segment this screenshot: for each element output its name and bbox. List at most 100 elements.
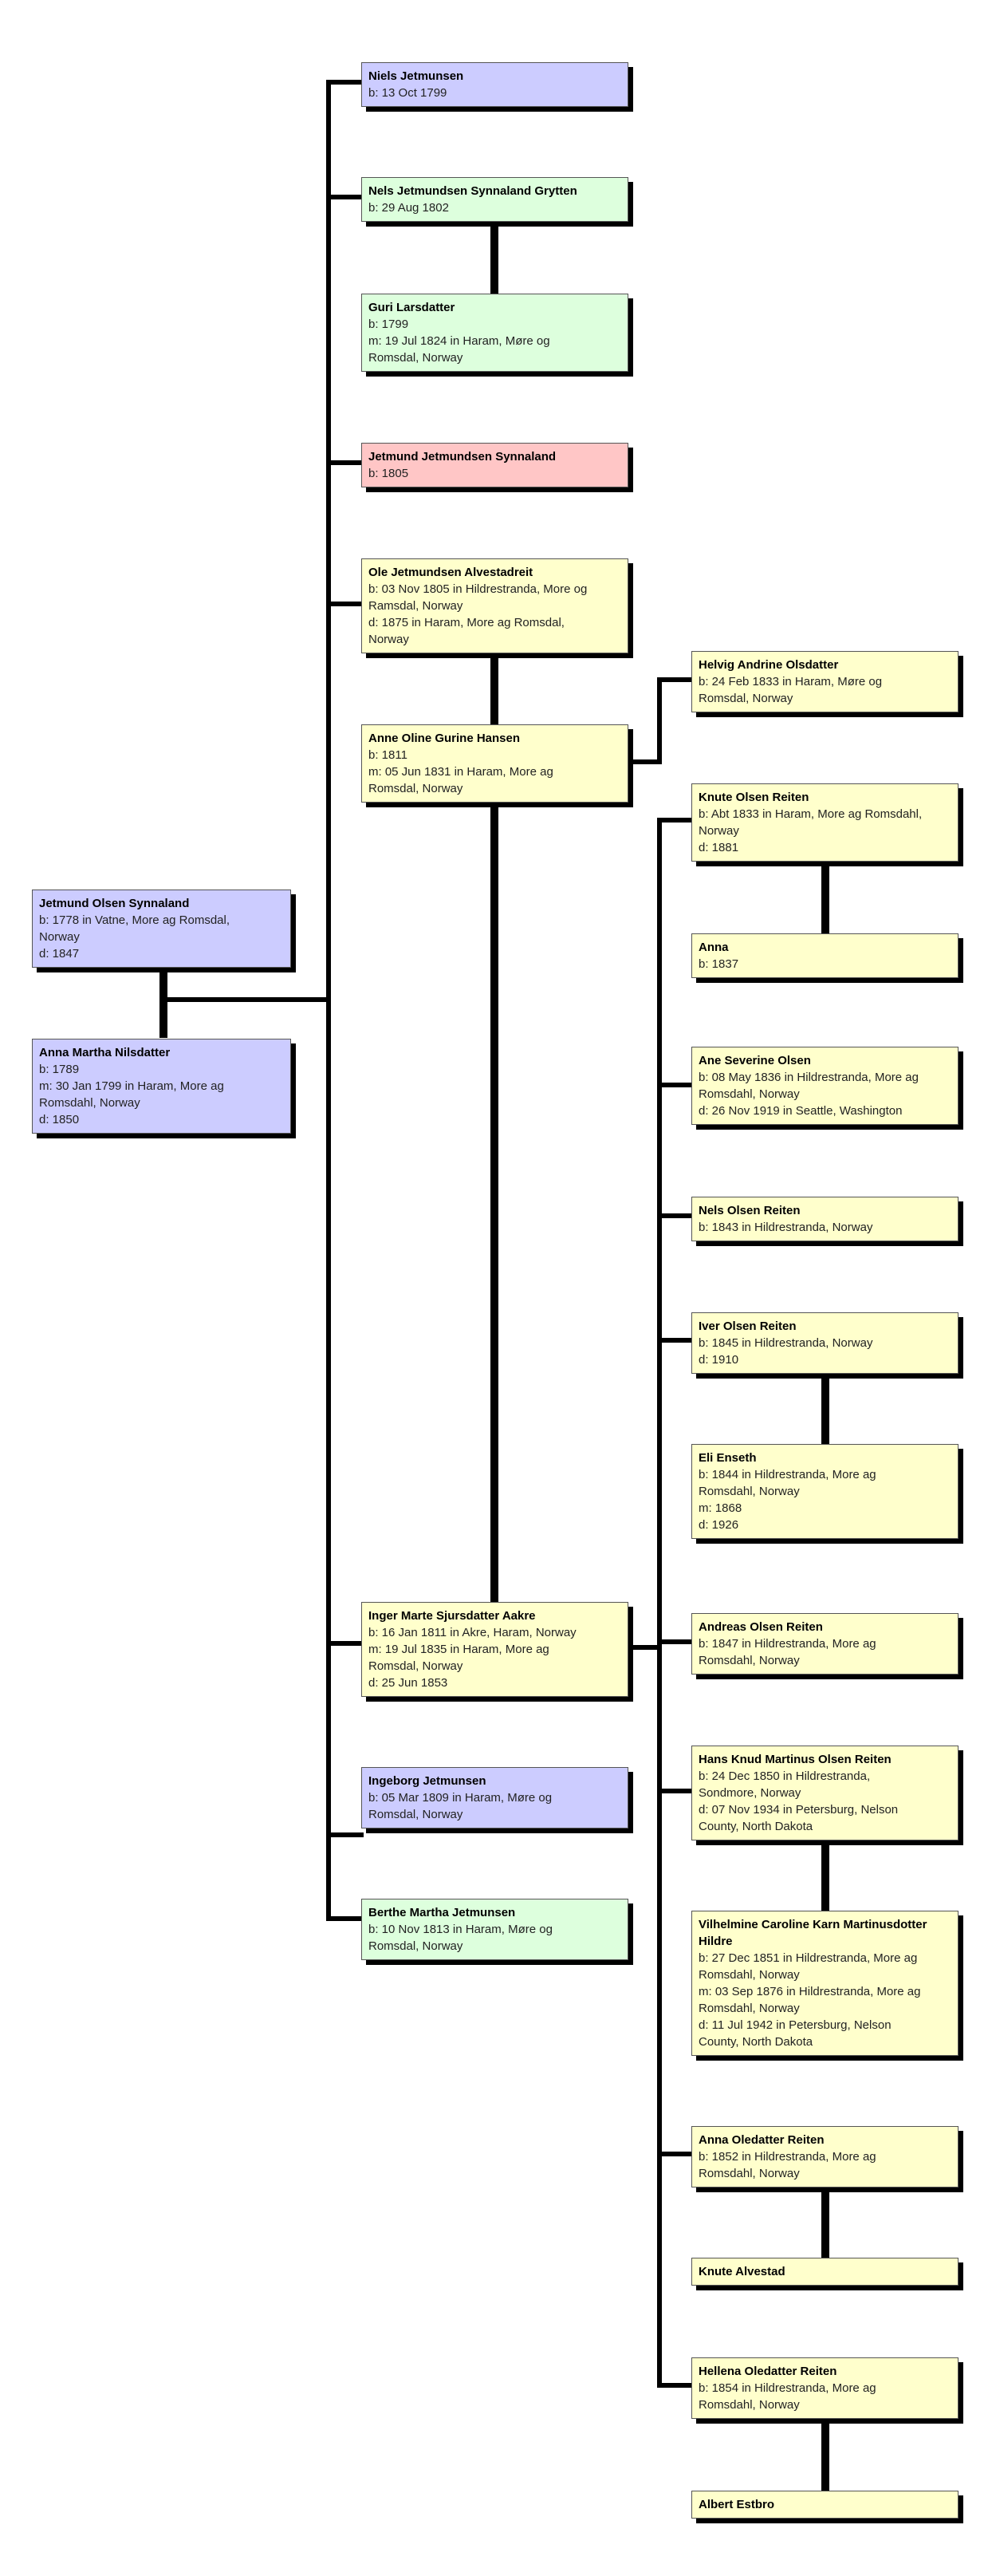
person-card-jetmund-j[interactable]: Jetmund Jetmundsen Synnaland b: 1805 <box>361 443 628 487</box>
person-detail-line: b: 1811 <box>368 748 407 762</box>
person-name: Inger Marte Sjursdatter Aakre <box>368 1609 536 1623</box>
person-name: Nels Olsen Reiten <box>699 1204 801 1217</box>
person-detail-line: Norway <box>699 824 739 838</box>
person-name: Knute Olsen Reiten <box>699 791 809 804</box>
person-detail-line: Romsdahl, Norway <box>699 1654 800 1667</box>
person-card-albert[interactable]: Albert Estbro <box>691 2491 958 2519</box>
person-card-iver[interactable]: Iver Olsen Reiten b: 1845 in Hildrestrand… <box>691 1312 958 1374</box>
person-card-nels-olsen[interactable]: Nels Olsen Reiten b: 1843 in Hildrestrand… <box>691 1197 958 1241</box>
person-card-vilhelmine[interactable]: Vilhelmine Caroline Karn Martinusdotter … <box>691 1911 958 2056</box>
person-card-ane-severine[interactable]: Ane Severine Olsen b: 08 May 1836 in Hild… <box>691 1047 958 1125</box>
person-name: Anna Martha Nilsdatter <box>39 1046 171 1059</box>
person-card-anna[interactable]: Anna b: 1837 <box>691 933 958 978</box>
person-detail-line: Romsdahl, Norway <box>699 1968 800 1982</box>
person-name: Ingeborg Jetmunsen <box>368 1774 486 1788</box>
person-detail-line: Romsdal, Norway <box>368 1939 463 1953</box>
person-detail-line: m: 30 Jan 1799 in Haram, More ag <box>39 1079 224 1093</box>
person-name: Knute Alvestad <box>699 2265 785 2278</box>
person-card-eli[interactable]: Eli Enseth b: 1844 in Hildrestranda, More… <box>691 1444 958 1539</box>
person-detail-line: Romsdahl, Norway <box>699 2002 800 2015</box>
person-detail-line: b: 24 Feb 1833 in Haram, Møre og <box>699 675 883 688</box>
person-detail-line: d: 1875 in Haram, More ag Romsdal, <box>368 616 565 629</box>
person-name: Anne Oline Gurine Hansen <box>368 732 521 745</box>
person-name: Eli Enseth <box>699 1451 757 1465</box>
person-card-ingeborg[interactable]: Ingeborg Jetmunsen b: 05 Mar 1809 in Hara… <box>361 1767 628 1828</box>
person-detail-line: m: 05 Jun 1831 in Haram, More ag <box>368 765 553 779</box>
person-name: Albert Estbro <box>699 2498 775 2511</box>
person-card-andreas[interactable]: Andreas Olsen Reiten b: 1847 in Hildrestr… <box>691 1613 958 1675</box>
person-name: Ane Severine Olsen <box>699 1054 811 1067</box>
person-card-berthe[interactable]: Berthe Martha Jetmunsen b: 10 Nov 1813 in… <box>361 1899 628 1960</box>
person-card-anna-oledatter[interactable]: Anna Oledatter Reiten b: 1852 in Hildrest… <box>691 2126 958 2187</box>
person-detail-line: m: 03 Sep 1876 in Hildrestranda, More ag <box>699 1985 921 1998</box>
person-detail-line: b: 16 Jan 1811 in Akre, Haram, Norway <box>368 1626 577 1639</box>
person-detail-line: b: 1844 in Hildrestranda, More ag <box>699 1468 876 1481</box>
person-detail-line: Romsdahl, Norway <box>699 2167 800 2180</box>
person-detail-line: b: 05 Mar 1809 in Haram, Møre og <box>368 1791 553 1805</box>
person-detail-line: b: 03 Nov 1805 in Hildrestranda, More og <box>368 582 588 596</box>
person-detail-line: d: 25 Jun 1853 <box>368 1676 448 1690</box>
person-name: Niels Jetmunsen <box>368 69 464 83</box>
person-detail-line: d: 1850 <box>39 1113 80 1126</box>
person-detail-line: Romsdal, Norway <box>368 782 463 795</box>
person-name: Jetmund Jetmundsen Synnaland <box>368 450 557 464</box>
person-detail-line: Ramsdal, Norway <box>368 599 463 613</box>
person-detail-line: Sondmore, Norway <box>699 1786 801 1800</box>
person-card-anne-oline[interactable]: Anne Oline Gurine Hansen b: 1811 m: 05 Jun… <box>361 724 628 803</box>
person-name: Hans Knud Martinus Olsen Reiten <box>699 1753 892 1766</box>
person-card-knute-olsen[interactable]: Knute Olsen Reiten b: Abt 1833 in Haram, … <box>691 783 958 862</box>
person-detail-line: Romsdal, Norway <box>368 1659 463 1673</box>
person-detail-line: d: 1847 <box>39 947 80 961</box>
person-name: Anna Oledatter Reiten <box>699 2133 825 2147</box>
person-detail-line: County, North Dakota <box>699 2035 813 2049</box>
person-detail-line: b: 1799 <box>368 318 409 331</box>
person-card-niels[interactable]: Niels Jetmunsen b: 13 Oct 1799 <box>361 62 628 107</box>
person-detail-line: b: 24 Dec 1850 in Hildrestranda, <box>699 1769 871 1783</box>
person-detail-line: Romsdahl, Norway <box>39 1096 140 1110</box>
person-card-anna-martha[interactable]: Anna Martha Nilsdatter b: 1789 m: 30 Jan 1… <box>32 1039 291 1134</box>
person-card-ole[interactable]: Ole Jetmundsen Alvestadreit b: 03 Nov 180… <box>361 558 628 653</box>
person-name: Iver Olsen Reiten <box>699 1320 797 1333</box>
person-name: Jetmund Olsen Synnaland <box>39 897 190 910</box>
person-detail-line: b: 1837 <box>699 957 739 971</box>
person-name: Anna <box>699 941 729 954</box>
person-detail-line: Romsdahl, Norway <box>699 1485 800 1498</box>
person-name: Vilhelmine Caroline Karn Martinusdotter … <box>699 1918 927 1948</box>
person-detail-line: b: 1789 <box>39 1063 80 1076</box>
person-detail-line: b: 1845 in Hildrestranda, Norway <box>699 1336 873 1350</box>
person-detail-line: b: Abt 1833 in Haram, More ag Romsdahl, <box>699 807 923 821</box>
person-detail-line: Romsdal, Norway <box>699 692 793 705</box>
person-detail-line: Romsdahl, Norway <box>699 1087 800 1101</box>
person-detail-line: b: 1843 in Hildrestranda, Norway <box>699 1221 873 1234</box>
person-detail-line: b: 1847 in Hildrestranda, More ag <box>699 1637 876 1651</box>
person-detail-line: b: 27 Dec 1851 in Hildrestranda, More ag <box>699 1951 918 1965</box>
person-detail-line: m: 1868 <box>699 1501 742 1515</box>
person-detail-line: b: 29 Aug 1802 <box>368 201 449 215</box>
person-detail-line: b: 1852 in Hildrestranda, More ag <box>699 2150 876 2164</box>
person-detail-line: b: 13 Oct 1799 <box>368 86 447 100</box>
person-detail-line: Romsdal, Norway <box>368 1808 463 1821</box>
person-detail-line: m: 19 Jul 1835 in Haram, More ag <box>368 1643 549 1656</box>
person-detail-line: Romsdahl, Norway <box>699 2398 800 2412</box>
person-detail-line: d: 11 Jul 1942 in Petersburg, Nelson <box>699 2018 892 2032</box>
person-detail-line: d: 07 Nov 1934 in Petersburg, Nelson <box>699 1803 899 1817</box>
person-detail-line: Norway <box>368 633 409 646</box>
person-name: Guri Larsdatter <box>368 301 455 314</box>
person-detail-line: b: 1805 <box>368 467 409 480</box>
person-card-knute-alvestad[interactable]: Knute Alvestad <box>691 2258 958 2286</box>
person-detail-line: b: 1854 in Hildrestranda, More ag <box>699 2381 876 2395</box>
person-detail-line: b: 08 May 1836 in Hildrestranda, More ag <box>699 1071 919 1084</box>
person-name: Andreas Olsen Reiten <box>699 1620 823 1634</box>
person-card-inger[interactable]: Inger Marte Sjursdatter Aakre b: 16 Jan 1… <box>361 1602 628 1697</box>
person-name: Berthe Martha Jetmunsen <box>368 1906 516 1919</box>
person-card-hans[interactable]: Hans Knud Martinus Olsen Reiten b: 24 Dec… <box>691 1746 958 1840</box>
person-name: Ole Jetmundsen Alvestadreit <box>368 566 533 579</box>
person-detail-line: d: 1910 <box>699 1353 739 1367</box>
person-detail-line: b: 10 Nov 1813 in Haram, Møre og <box>368 1923 553 1936</box>
